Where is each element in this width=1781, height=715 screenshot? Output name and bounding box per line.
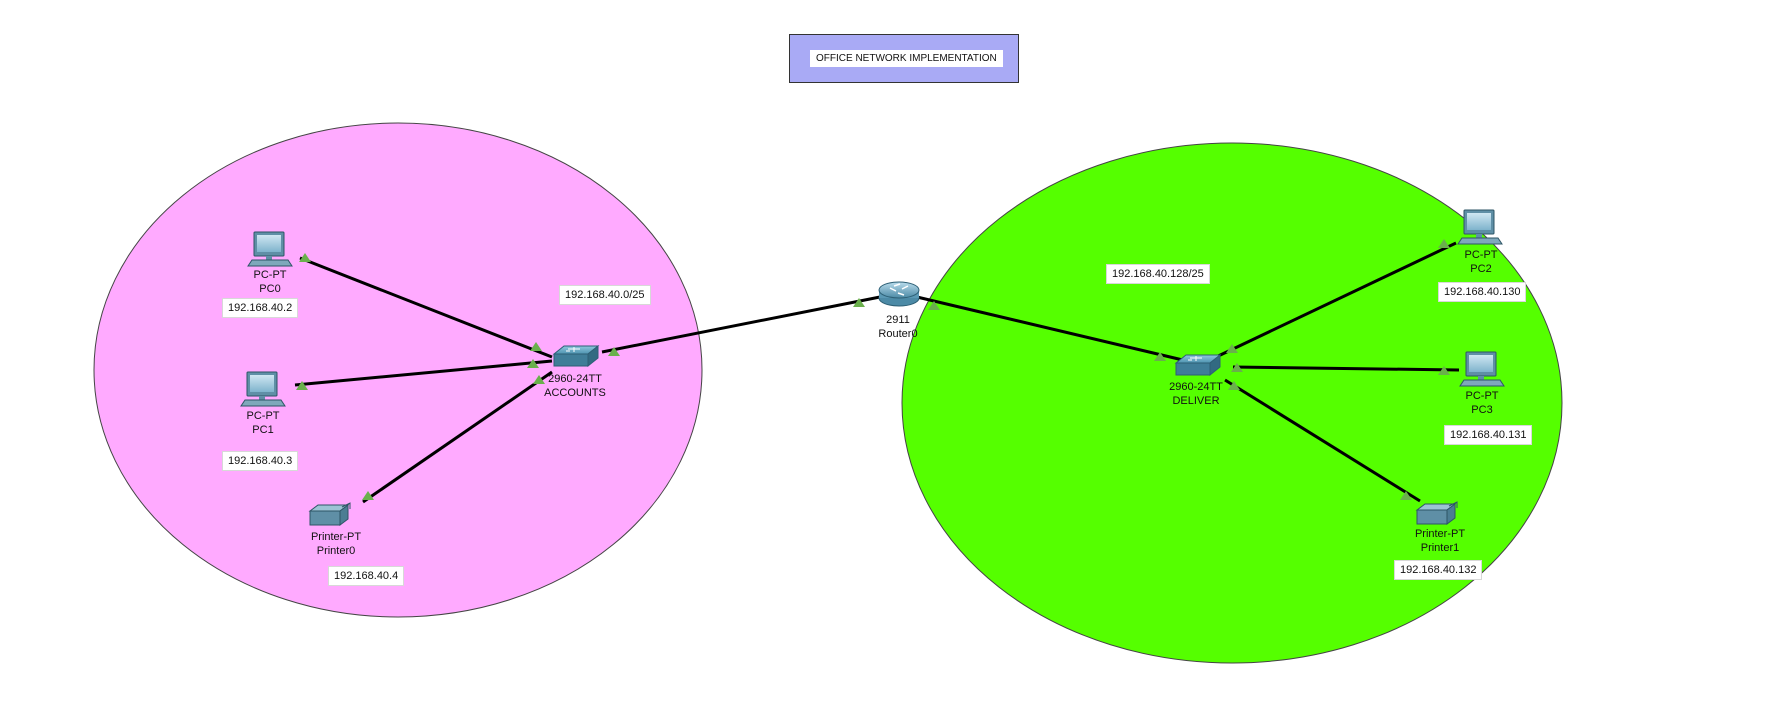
device-label-pc1: PC-PT PC1: [247, 409, 280, 437]
title-box: OFFICE NETWORK IMPLEMENTATION: [789, 34, 1019, 83]
port-light: [608, 347, 620, 356]
port-light: [928, 301, 940, 310]
device-label-pc3: PC-PT PC3: [1466, 389, 1499, 417]
switch-model: 2960-24TT: [1169, 381, 1223, 393]
device-label-printer0: Printer-PT Printer0: [311, 530, 361, 558]
port-light: [530, 342, 542, 351]
switch-name: ACCOUNTS: [544, 387, 606, 399]
switch-name: DELIVER: [1172, 395, 1220, 407]
device-name: PC1: [252, 424, 274, 436]
device-name: PC0: [259, 283, 281, 295]
device-model: PC-PT: [1464, 249, 1498, 261]
link-switch-printer1: [1224, 378, 1421, 503]
device-name: Printer1: [1420, 542, 1460, 554]
device-model: PC-PT: [253, 269, 287, 281]
ip-label-printer1: 192.168.40.132: [1394, 560, 1483, 580]
device-model: PC-PT: [1465, 390, 1499, 402]
switch-icon[interactable]: [553, 345, 599, 367]
router-icon[interactable]: [878, 281, 920, 307]
device-model: Printer-PT: [1414, 528, 1466, 540]
device-name: PC3: [1471, 404, 1493, 416]
router-name: Router0: [878, 328, 918, 340]
printer-icon[interactable]: [1416, 501, 1458, 525]
device-name: Printer0: [316, 545, 356, 557]
device-label-pc2: PC-PT PC2: [1465, 248, 1498, 276]
printer-icon[interactable]: [309, 502, 351, 526]
port-light: [527, 359, 539, 368]
port-light: [1231, 363, 1243, 372]
pc-icon[interactable]: [1457, 209, 1503, 245]
port-light: [1228, 381, 1240, 390]
device-label-printer1: Printer-PT Printer1: [1415, 527, 1465, 555]
router-label: 2911 Router0: [878, 313, 917, 341]
port-light: [1154, 352, 1166, 361]
port-light: [1438, 366, 1450, 375]
link-printer0-switch: [362, 370, 553, 504]
subnet-label-accounts: 192.168.40.0/25: [559, 285, 651, 305]
device-model: PC-PT: [246, 410, 280, 422]
link-switch-pc3: [1232, 365, 1460, 372]
port-light: [1438, 239, 1450, 248]
port-light: [296, 381, 308, 390]
device-name: PC2: [1470, 263, 1492, 275]
port-light: [362, 491, 374, 500]
link-pc1-switch: [294, 359, 553, 387]
switch-model: 2960-24TT: [548, 373, 602, 385]
ip-label-printer0: 192.168.40.4: [328, 566, 405, 586]
switch-icon[interactable]: [1175, 354, 1221, 376]
link-pc0-switch: [299, 256, 553, 359]
link-router-switch: [916, 295, 1188, 363]
switch-label-accounts: 2960-24TT ACCOUNTS: [544, 372, 606, 400]
ip-label-pc1: 192.168.40.3: [222, 451, 299, 471]
link-switch-router: [601, 295, 881, 354]
port-light: [299, 253, 311, 262]
subnet-label-deliver: 192.168.40.128/25: [1106, 264, 1210, 284]
device-model: Printer-PT: [310, 531, 362, 543]
device-label-pc0: PC-PT PC0: [254, 268, 287, 296]
router-model: 2911: [886, 314, 910, 326]
port-light: [1400, 491, 1412, 500]
diagram-title: OFFICE NETWORK IMPLEMENTATION: [810, 50, 1003, 67]
ip-label-pc0: 192.168.40.2: [222, 298, 299, 318]
port-light: [853, 298, 865, 307]
zone-accounts: [93, 122, 703, 618]
port-light: [1226, 344, 1238, 353]
zone-deliver: [901, 142, 1563, 664]
switch-label-deliver: 2960-24TT DELIVER: [1169, 380, 1223, 408]
port-light: [533, 375, 545, 384]
ip-label-pc3: 192.168.40.131: [1444, 425, 1533, 445]
link-switch-pc2: [1213, 241, 1457, 360]
ip-label-pc2: 192.168.40.130: [1438, 282, 1527, 302]
